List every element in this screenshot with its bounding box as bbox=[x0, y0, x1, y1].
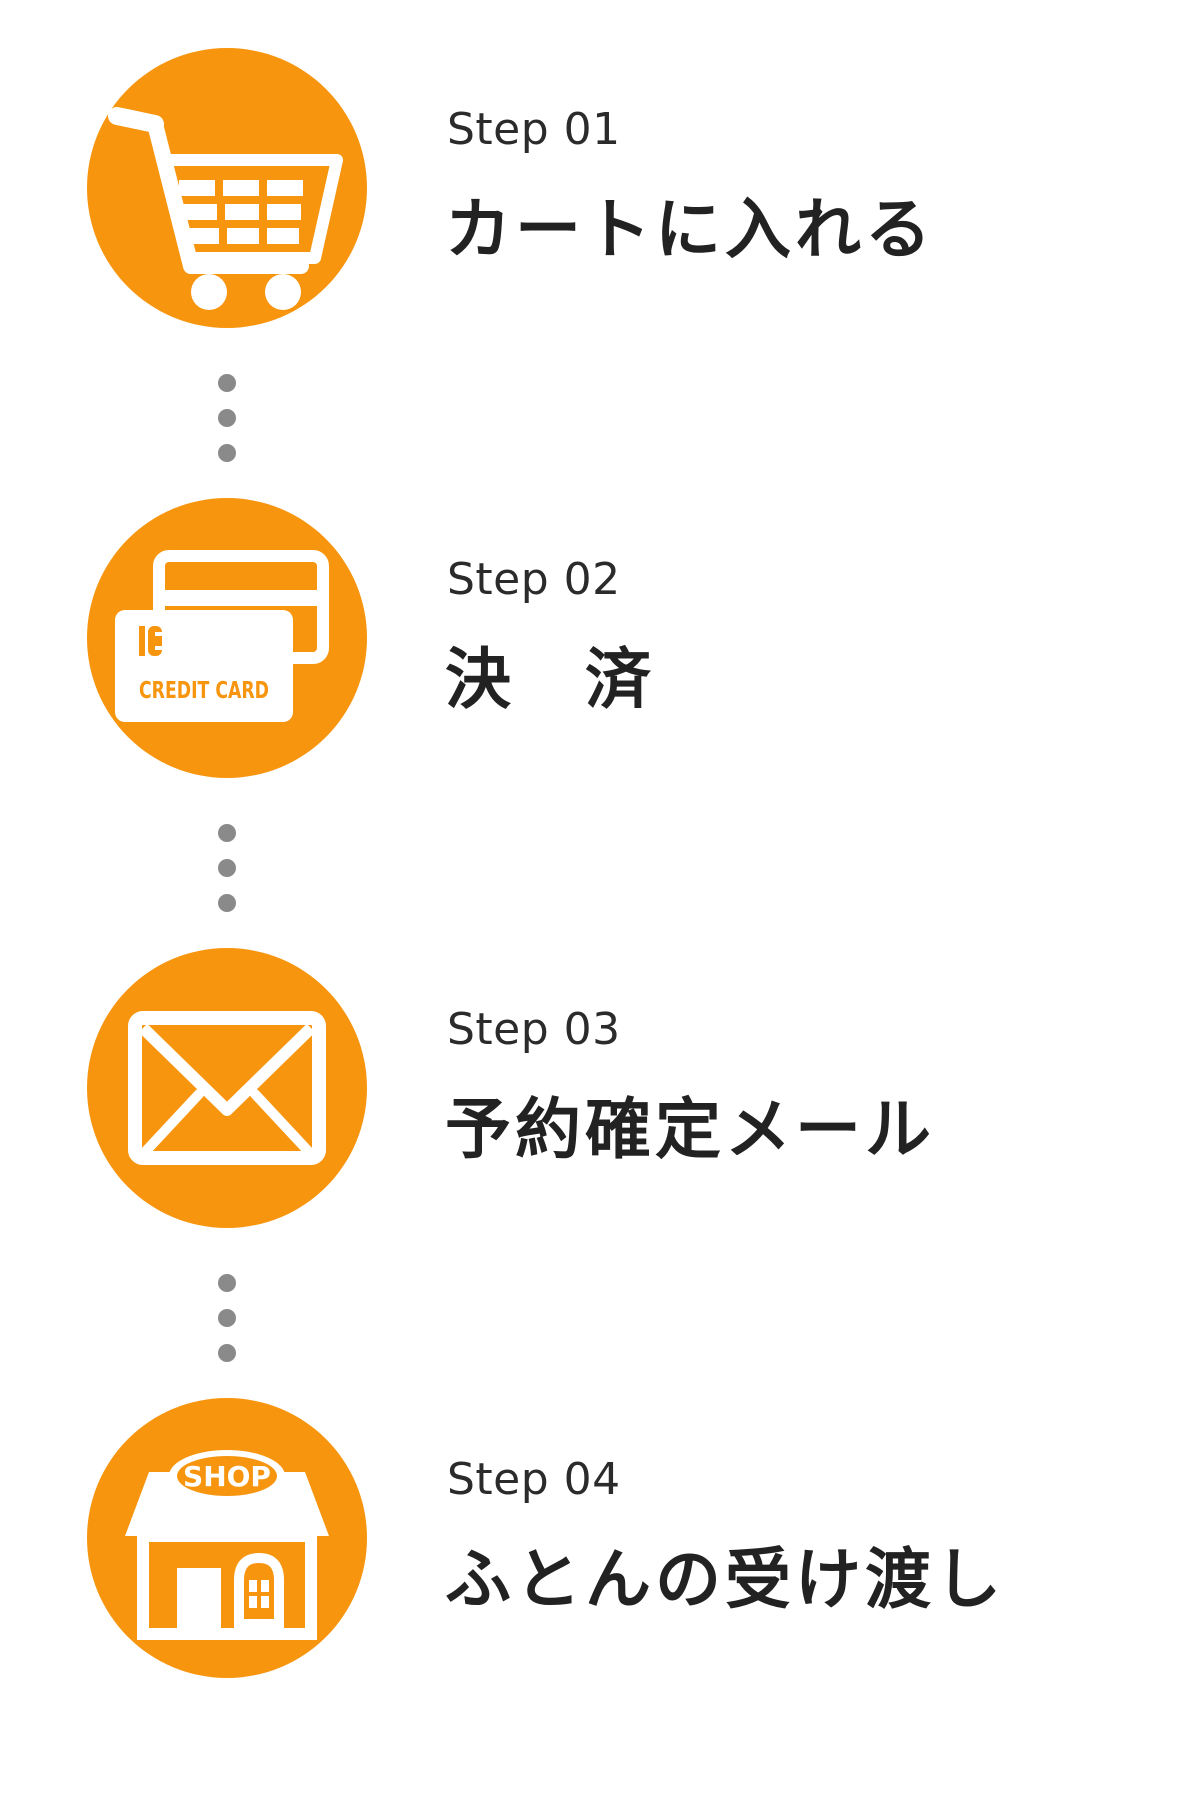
credit-card-icon: CREDIT CARD bbox=[115, 550, 329, 722]
step-04-circle: SHOP bbox=[87, 1398, 367, 1678]
credit-card-text: CREDIT CARD bbox=[139, 678, 269, 704]
shop-icon: SHOP bbox=[125, 1450, 329, 1640]
step-04: SHOP Step 04 ふとんの受け渡し bbox=[0, 1398, 1200, 1678]
step-04-title: ふとんの受け渡し bbox=[445, 1541, 1005, 1618]
shop-sign-text: SHOP bbox=[183, 1460, 271, 1493]
dot bbox=[218, 859, 236, 877]
step-01-label: Step 01 bbox=[447, 104, 621, 155]
step-02: CREDIT CARD Step 02 決 済 bbox=[0, 498, 1200, 778]
dot bbox=[218, 1344, 236, 1362]
step-02-label: Step 02 bbox=[447, 554, 621, 605]
step-01-title: カートに入れる bbox=[445, 191, 935, 268]
dot bbox=[218, 1274, 236, 1292]
step-01: Step 01 カートに入れる bbox=[0, 48, 1200, 328]
connector-dots-1 bbox=[218, 374, 236, 479]
step-03-circle bbox=[87, 948, 367, 1228]
connector-dots-3 bbox=[218, 1274, 236, 1379]
dot bbox=[218, 444, 236, 462]
step-02-title: 決 済 bbox=[445, 641, 655, 718]
dot bbox=[218, 894, 236, 912]
step-04-label: Step 04 bbox=[447, 1454, 621, 1505]
shopping-cart-icon bbox=[108, 107, 343, 310]
dot bbox=[218, 824, 236, 842]
dot bbox=[218, 409, 236, 427]
step-03: Step 03 予約確定メール bbox=[0, 948, 1200, 1228]
step-03-label: Step 03 bbox=[447, 1004, 621, 1055]
step-02-circle: CREDIT CARD bbox=[87, 498, 367, 778]
envelope-icon bbox=[128, 1011, 326, 1165]
dot bbox=[218, 1309, 236, 1327]
step-03-title: 予約確定メール bbox=[445, 1091, 935, 1168]
dot bbox=[218, 374, 236, 392]
connector-dots-2 bbox=[218, 824, 236, 929]
step-01-circle bbox=[87, 48, 367, 328]
